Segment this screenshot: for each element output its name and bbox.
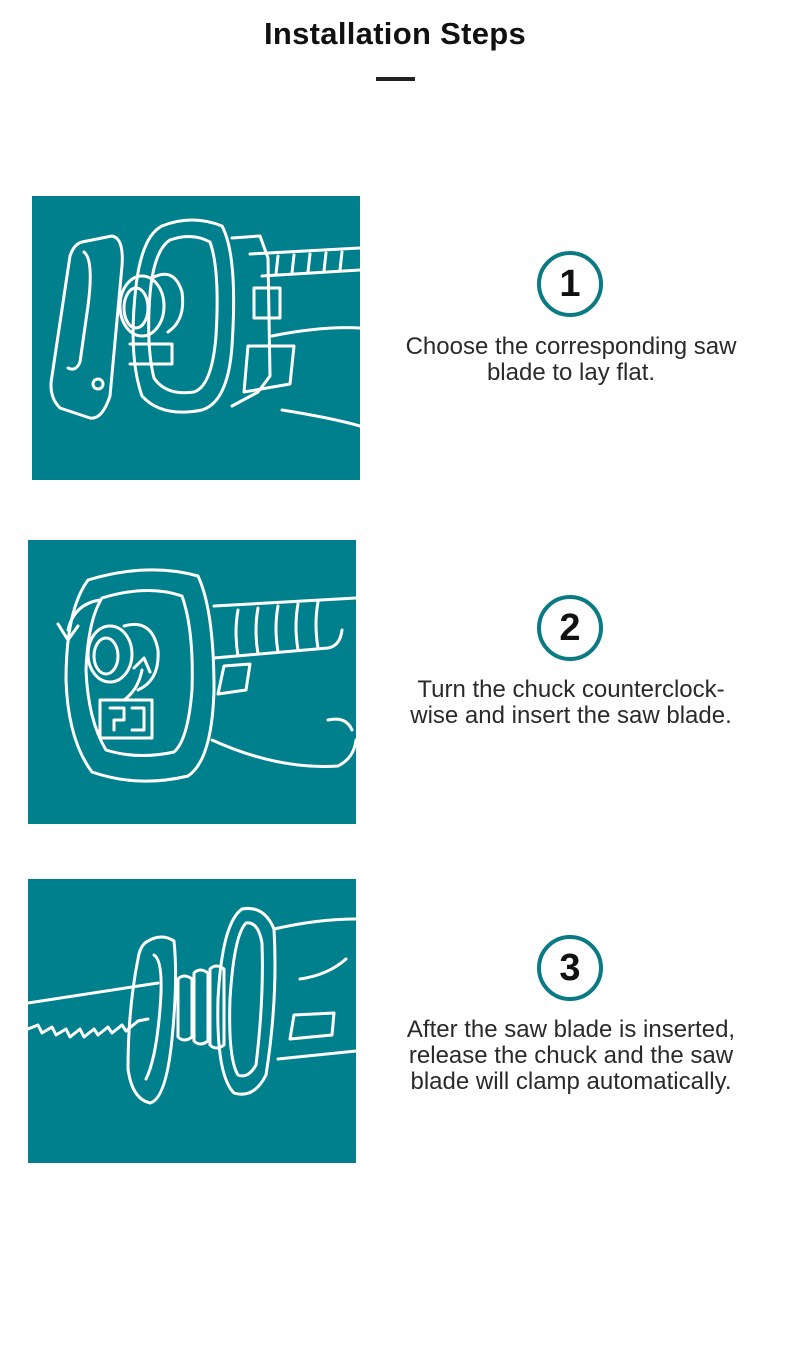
saw-chuck-icon — [49, 218, 360, 428]
step-2-text-line: Turn the chuck counterclock- — [417, 676, 725, 703]
page-title: Installation Steps — [263, 16, 527, 51]
step-2-description: Turn the chuck counterclock- wise and in… — [381, 677, 761, 729]
title-underline — [376, 77, 415, 81]
saw-rotate-chuck-icon — [56, 568, 356, 783]
step-1-illustration — [32, 196, 360, 480]
step-1-description: Choose the corresponding saw blade to la… — [381, 334, 761, 386]
step-1-text-line: blade to lay flat. — [486, 359, 656, 386]
step-1-number-badge: 1 — [537, 251, 603, 317]
step-3-illustration — [28, 879, 356, 1163]
step-3-description: After the saw blade is inserted, release… — [381, 1017, 761, 1095]
saw-blade-clamped-icon — [28, 906, 356, 1105]
step-2-illustration — [28, 540, 356, 824]
step-2-text-line: wise and insert the saw blade. — [410, 702, 732, 729]
step-1-text-line: Choose the corresponding saw — [405, 333, 737, 360]
step-3-text-line: release the chuck and the saw — [408, 1042, 734, 1069]
step-3-text-line: blade will clamp automatically. — [410, 1068, 732, 1095]
step-2-number-badge: 2 — [537, 595, 603, 661]
step-3-number-badge: 3 — [537, 935, 603, 1001]
step-3-text-line: After the saw blade is inserted, — [406, 1016, 736, 1043]
